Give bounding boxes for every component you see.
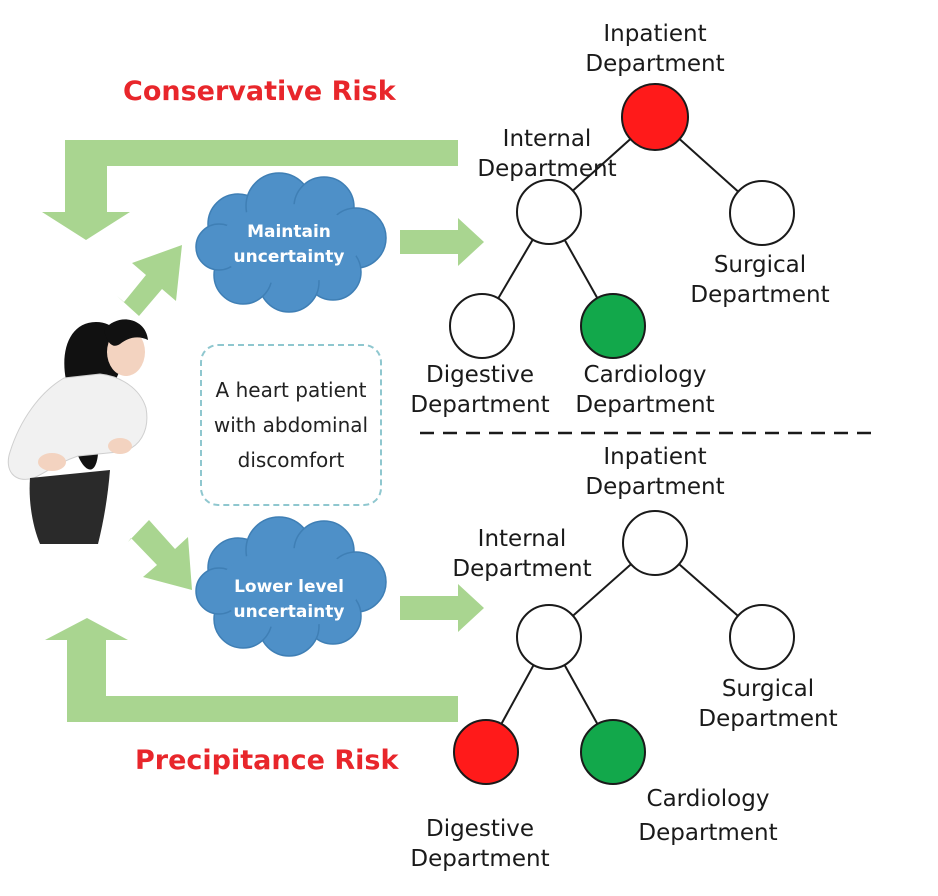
cloud-maintain-uncertainty [195,172,387,313]
label-top-inpatient-line1: Inpatient [603,21,707,47]
label-top-internal-line1: Internal [502,126,592,152]
cloud-top-line1: Maintain [247,222,331,242]
patient-note-box: A heart patient with abdominal discomfor… [200,344,382,506]
precipitance-risk-title: Precipitance Risk [135,745,399,776]
node-bottom-inpatient [622,510,688,576]
arrow-cloud-to-tree-top [400,218,484,266]
node-bottom-digestive [453,719,519,785]
label-top-cardiology-line1: Cardiology [583,362,707,388]
label-bottom-surgical: Surgical Department [683,674,853,734]
node-top-surgical [729,180,795,246]
label-bottom-inpatient-line1: Inpatient [603,444,707,470]
note-line2: with abdominal [213,412,369,437]
note-line1: A heart patient [215,377,367,402]
node-top-inpatient [621,83,689,151]
node-bottom-surgical [729,604,795,670]
label-top-internal: Internal Department [467,124,627,184]
label-top-inpatient-line2: Department [585,51,725,77]
node-top-cardiology [580,293,646,359]
label-top-cardiology-line2: Department [575,392,715,418]
label-top-surgical-line1: Surgical [713,252,807,278]
label-bottom-inpatient-line2: Department [585,474,725,500]
label-bottom-cardiology: Cardiology Department [628,782,788,850]
node-top-internal [516,179,582,245]
label-bottom-digestive-line1: Digestive [425,816,534,842]
arrow-to-cloud-bottom [128,520,192,590]
label-bottom-digestive: Digestive Department [400,814,560,874]
conservative-risk-title: Conservative Risk [123,76,396,107]
label-bottom-surgical-line2: Department [698,706,838,732]
label-bottom-cardiology-line1: Cardiology [646,786,770,812]
arrow-cloud-to-tree-bottom [400,584,484,632]
cloud-top-line2: uncertainty [233,247,345,267]
node-top-digestive [449,293,515,359]
label-top-digestive-line2: Department [410,392,550,418]
label-top-internal-line2: Department [477,156,617,182]
cloud-lower-level-uncertainty [195,516,387,657]
label-bottom-internal-line1: Internal [477,526,567,552]
label-top-surgical-line2: Department [690,282,830,308]
label-bottom-inpatient: Inpatient Department [575,442,735,502]
patient-figure [7,319,148,544]
feedback-arrow-precipitance [45,618,458,722]
label-bottom-digestive-line2: Department [410,846,550,872]
node-bottom-cardiology [580,719,646,785]
label-top-inpatient: Inpatient Department [575,19,735,79]
label-top-cardiology: Cardiology Department [565,360,725,420]
label-top-digestive-line1: Digestive [425,362,534,388]
note-line3: discomfort [237,447,345,472]
cloud-bottom-line1: Lower level [234,577,344,597]
label-top-digestive: Digestive Department [400,360,560,420]
arrow-to-cloud-top [117,245,182,316]
cloud-bottom-line2: uncertainty [233,602,345,622]
label-top-surgical: Surgical Department [675,250,845,310]
label-bottom-internal-line2: Department [452,556,592,582]
label-bottom-internal: Internal Department [442,524,602,584]
cloud-bottom-text: Lower level uncertainty [219,575,359,625]
label-bottom-surgical-line1: Surgical [721,676,815,702]
cloud-top-text: Maintain uncertainty [219,220,359,270]
node-bottom-internal [516,604,582,670]
label-bottom-cardiology-line2: Department [638,820,778,846]
feedback-arrow-conservative [42,140,458,240]
